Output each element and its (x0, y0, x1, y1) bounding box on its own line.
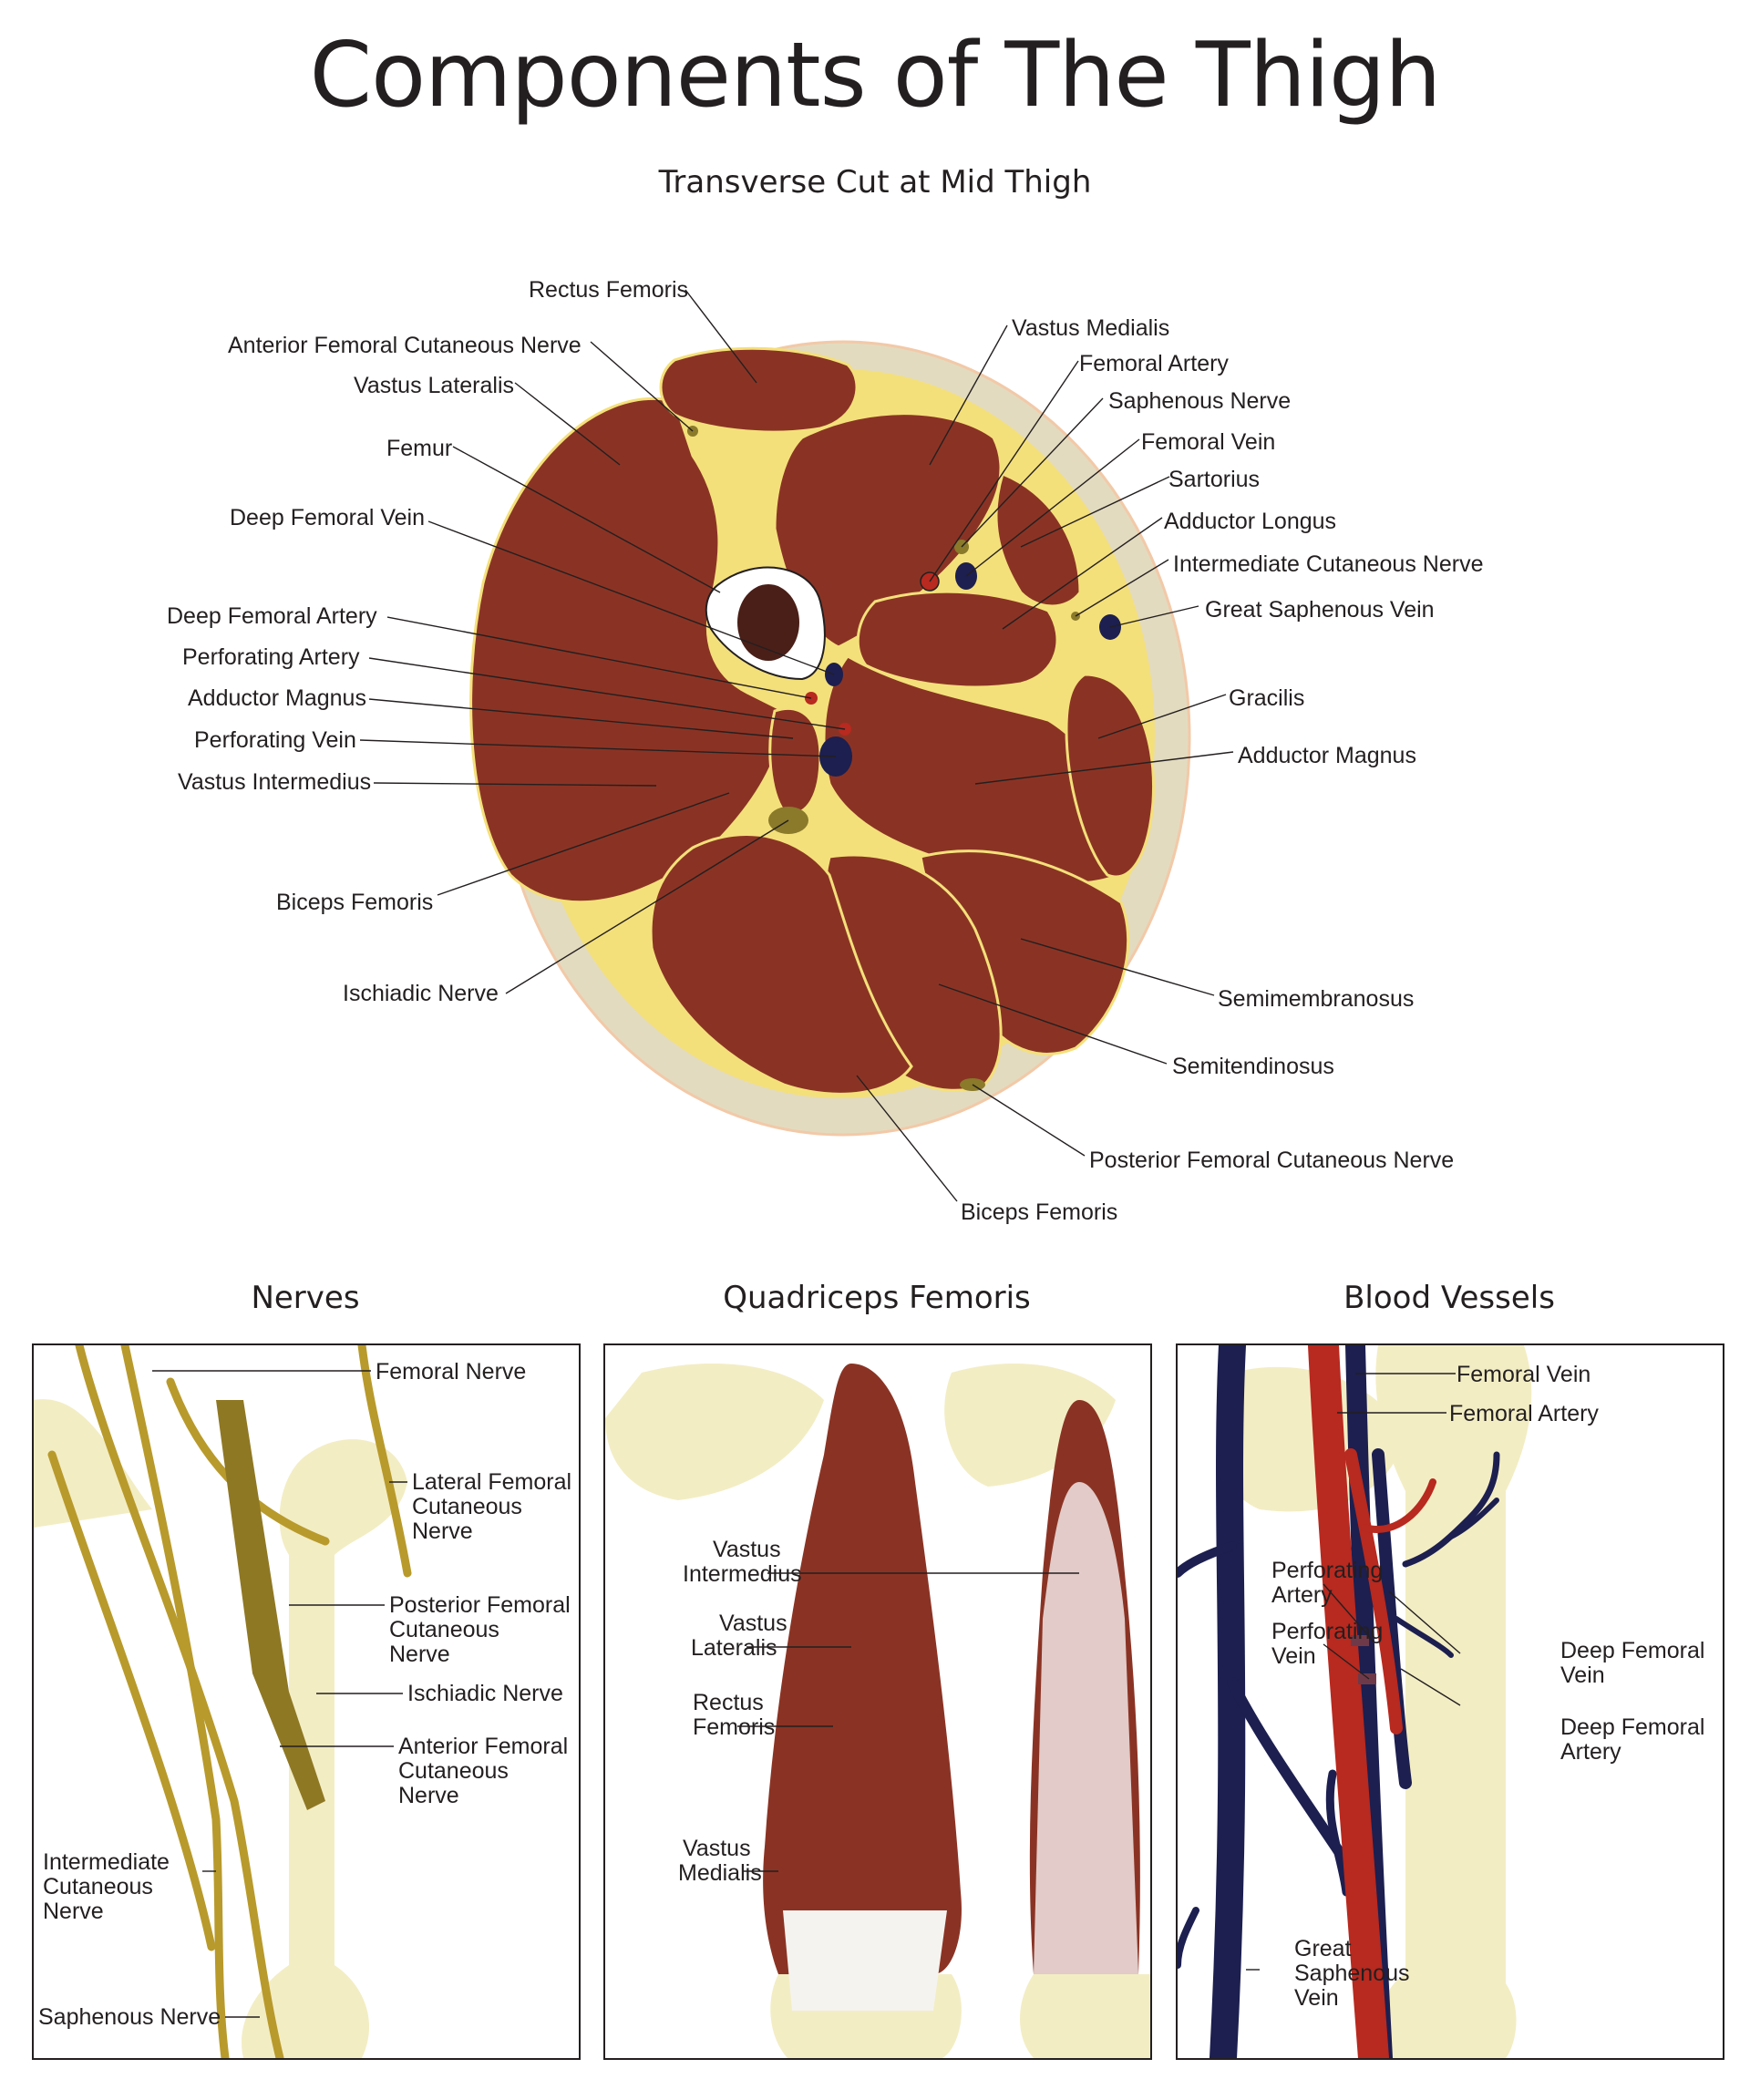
label-intermediate-cutaneous-3: Nerve (43, 1899, 104, 1924)
panel-title-quadriceps: Quadriceps Femoris (723, 1280, 1031, 1316)
label-vastus-intermedius-2: Intermedius (683, 1561, 802, 1587)
label-vastus-lateralis: Vastus Lateralis (354, 373, 514, 398)
label-adductor-magnus-right: Adductor Magnus (1238, 743, 1416, 768)
label-rectus-femoris: Rectus Femoris (529, 277, 688, 303)
pelvis-left (605, 1364, 824, 1500)
label-great-saphenous-vein-2: Saphenous (1294, 1961, 1410, 1986)
label-vastus-medialis: Vastus Medialis (1012, 315, 1169, 341)
label-rectus-femoris-2: Femoris (693, 1714, 775, 1740)
label-deep-femoral-artery-2: Artery (1560, 1739, 1621, 1765)
label-posterior-femoral-cutaneous-nerve: Posterior Femoral Cutaneous Nerve (1089, 1148, 1454, 1173)
label-semitendinosus: Semitendinosus (1172, 1054, 1334, 1079)
page-title: Components of The Thigh (309, 24, 1442, 128)
label-deep-femoral-vein-2: Vein (1560, 1662, 1605, 1688)
label-deep-femoral-artery: Deep Femoral Artery (167, 603, 377, 629)
femur-shaft (242, 1439, 407, 2058)
label-lateral-femoral-cutaneous-2: Cutaneous (412, 1494, 522, 1519)
label-intermediate-cutaneous-2: Cutaneous (43, 1874, 153, 1899)
sartorius-shape (994, 471, 1082, 608)
label-biceps-femoris-bottom: Biceps Femoris (961, 1199, 1117, 1225)
label-intermediate-cutaneous-1: Intermediate (43, 1849, 170, 1875)
label-perforating-vein-2: Vein (1271, 1643, 1316, 1669)
panel-quadriceps: Vastus Intermedius Vastus Lateralis Rect… (603, 1343, 1152, 2060)
label-perforating-vein: Perforating Vein (194, 727, 356, 753)
perforating-vessel-2 (1358, 1673, 1376, 1684)
label-femoral-artery: Femoral Artery (1079, 351, 1229, 376)
label-posterior-femoral-cutaneous-1: Posterior Femoral (389, 1592, 571, 1618)
label-femoral-vein: Femoral Vein (1141, 429, 1275, 455)
label-vastus-medialis-1: Vastus (683, 1836, 751, 1861)
label-gracilis: Gracilis (1229, 685, 1304, 711)
label-posterior-femoral-cutaneous-3: Nerve (389, 1642, 450, 1667)
label-sartorius: Sartorius (1168, 467, 1260, 492)
label-great-saphenous-vein-1: Great (1294, 1936, 1352, 1961)
label-rectus-femoris-1: Rectus (693, 1690, 764, 1715)
panel-title-nerves: Nerves (251, 1280, 360, 1316)
label-vastus-medialis-2: Medialis (678, 1860, 762, 1886)
label-anterior-femoral-cutaneous-2: Cutaneous (398, 1758, 509, 1784)
blood-vessels-illustration: Femoral Vein Femoral Artery Perforating … (1178, 1345, 1704, 2058)
label-saphenous-nerve-panel: Saphenous Nerve (38, 2004, 221, 2030)
biceps-femoris-shape (649, 833, 913, 1096)
label-perforating-vein-1: Perforating (1271, 1619, 1383, 1644)
label-vastus-intermedius-1: Vastus (713, 1537, 781, 1562)
label-anterior-femoral-cutaneous-nerve: Anterior Femoral Cutaneous Nerve (228, 333, 582, 358)
label-femoral-artery-panel: Femoral Artery (1449, 1401, 1599, 1426)
label-posterior-femoral-cutaneous-2: Cutaneous (389, 1617, 499, 1642)
label-great-saphenous-vein-3: Vein (1294, 1985, 1339, 2011)
ischiadic-nerve-trunk (216, 1400, 325, 1810)
page-subtitle: Transverse Cut at Mid Thigh (658, 164, 1092, 201)
label-intermediate-cutaneous-nerve: Intermediate Cutaneous Nerve (1173, 551, 1483, 577)
label-ischiadic-nerve-panel: Ischiadic Nerve (407, 1681, 563, 1706)
nerves-illustration: Femoral Nerve Lateral Femoral Cutaneous … (34, 1345, 571, 2058)
label-ischiadic-nerve: Ischiadic Nerve (343, 981, 499, 1006)
gracilis-shape (1065, 673, 1156, 879)
label-saphenous-nerve: Saphenous Nerve (1108, 388, 1291, 414)
label-semimembranosus: Semimembranosus (1218, 986, 1414, 1012)
quadriceps-left-tendon (783, 1910, 947, 2011)
panel-blood-vessels: Femoral Vein Femoral Artery Perforating … (1176, 1343, 1724, 2060)
label-femur: Femur (386, 436, 452, 461)
perforating-vessel-1 (1351, 1635, 1369, 1646)
label-adductor-magnus-left: Adductor Magnus (188, 685, 366, 711)
label-biceps-femoris-left: Biceps Femoris (276, 890, 433, 915)
label-perforating-artery: Perforating Artery (182, 644, 360, 670)
label-adductor-longus: Adductor Longus (1164, 509, 1336, 534)
label-anterior-femoral-cutaneous-1: Anterior Femoral (398, 1734, 568, 1759)
adductor-longus-shape (856, 590, 1059, 689)
vastus-intermedius-shape (768, 707, 822, 815)
panel-title-blood-vessels: Blood Vessels (1343, 1280, 1555, 1316)
label-vastus-lateralis-1: Vastus (719, 1611, 788, 1636)
label-vastus-intermedius: Vastus Intermedius (178, 769, 371, 795)
label-anterior-femoral-cutaneous-3: Nerve (398, 1783, 459, 1808)
label-femoral-vein-panel: Femoral Vein (1457, 1362, 1590, 1387)
label-perforating-artery-1: Perforating (1271, 1558, 1383, 1583)
label-femoral-nerve: Femoral Nerve (376, 1359, 526, 1385)
femur-marrow (737, 584, 799, 661)
label-deep-femoral-vein-1: Deep Femoral (1560, 1638, 1704, 1663)
knee-right (1020, 1974, 1150, 2058)
quadriceps-right-tendon (1034, 1482, 1138, 1974)
label-lateral-femoral-cutaneous-3: Nerve (412, 1518, 473, 1544)
rectus-femoris-shape (659, 346, 859, 434)
label-deep-femoral-artery-1: Deep Femoral (1560, 1714, 1704, 1740)
label-great-saphenous-vein: Great Saphenous Vein (1205, 597, 1435, 623)
label-perforating-artery-2: Artery (1271, 1582, 1333, 1608)
quadriceps-illustration: Vastus Intermedius Vastus Lateralis Rect… (605, 1364, 1150, 2058)
label-lateral-femoral-cutaneous-1: Lateral Femoral (412, 1469, 571, 1495)
quadriceps-left-muscle (763, 1364, 962, 1974)
label-deep-femoral-vein: Deep Femoral Vein (230, 505, 425, 530)
cross-section-diagram: Rectus Femoris Anterior Femoral Cutaneou… (167, 277, 1483, 1225)
label-vastus-lateralis-2: Lateralis (691, 1635, 777, 1661)
panel-nerves: Femoral Nerve Lateral Femoral Cutaneous … (32, 1343, 581, 2060)
